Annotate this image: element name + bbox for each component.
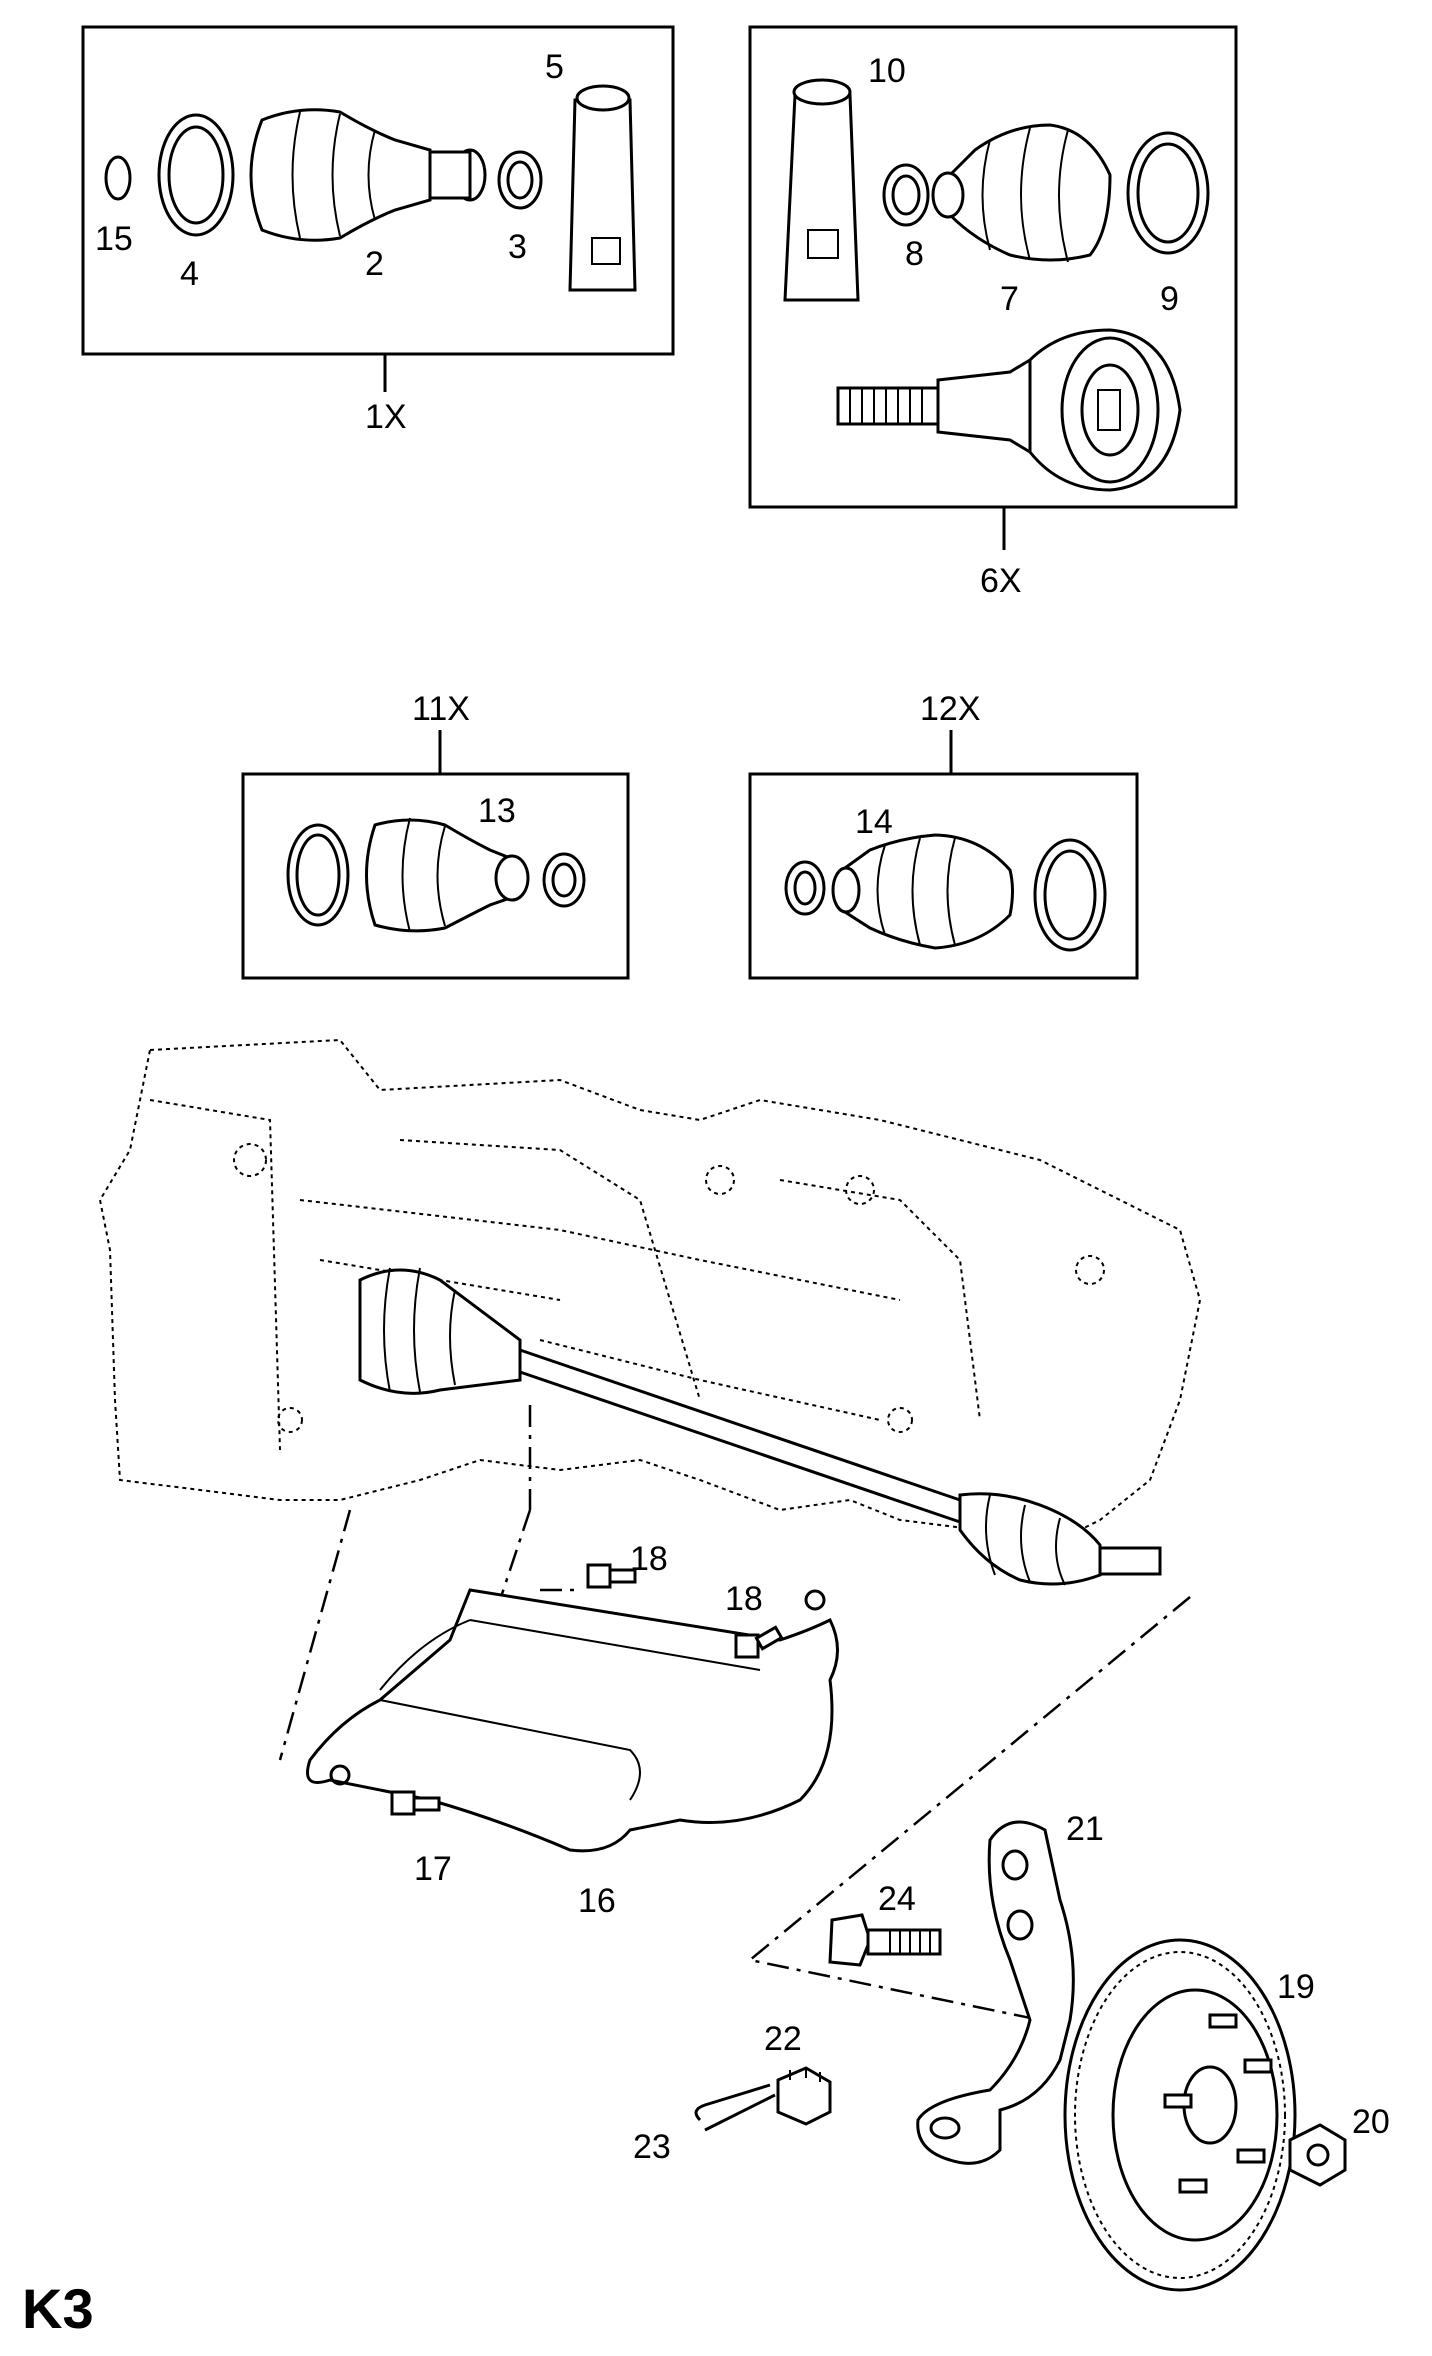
- kit-12x-group: 12X 14: [748, 690, 1139, 980]
- kit-11x-group: 11X 13: [241, 690, 630, 980]
- bolt-drawing: [390, 1790, 441, 1816]
- outer-cv-joint-drawing: [836, 328, 1182, 492]
- part-label: 5: [545, 48, 564, 86]
- part-label: 16: [578, 1882, 616, 1920]
- drive-shaft-drawing: [358, 1267, 1162, 1586]
- outer-joint-boot-drawing: [831, 833, 1014, 950]
- clamp-ring-large-drawing: [286, 823, 350, 927]
- part-label: 17: [414, 1850, 452, 1888]
- part-label: 13: [478, 792, 516, 830]
- kit-label: 11X: [412, 690, 470, 728]
- kit-label: 1X: [365, 398, 407, 436]
- part-label: 7: [1000, 280, 1019, 318]
- clamp-ring-small-drawing: [784, 860, 826, 916]
- clamp-ring-large-drawing: [1126, 131, 1210, 255]
- part-label: 14: [855, 803, 893, 841]
- part-label: 24: [878, 1880, 916, 1918]
- bolt-drawing: [734, 1625, 784, 1659]
- part-label: 19: [1277, 1968, 1315, 2006]
- part-label: 8: [905, 235, 924, 273]
- guide-line: [278, 1509, 352, 1761]
- kit-6x-frame: [748, 25, 1238, 509]
- part-label: 4: [180, 255, 199, 293]
- part-label: 21: [1066, 1810, 1104, 1848]
- guide-line: [747, 1596, 1191, 2022]
- kit-label: 12X: [920, 690, 981, 728]
- clamp-ring-small-drawing: [882, 163, 930, 227]
- part-label: 20: [1352, 2103, 1390, 2141]
- kit-6x-group: 10 8 7 9 6X: [748, 25, 1238, 600]
- part-label: 2: [365, 245, 384, 283]
- part-label: 22: [764, 2020, 802, 2058]
- part-label: 10: [868, 52, 906, 90]
- front-subframe-drawing: [98, 1038, 1202, 1542]
- kit-label: 6X: [980, 562, 1022, 600]
- clamp-ring-large-drawing: [157, 113, 235, 237]
- bolt-drawing: [586, 1563, 637, 1589]
- castle-nut-drawing: [776, 2066, 832, 2126]
- inner-joint-boot-drawing: [365, 817, 530, 933]
- part-label: 3: [508, 228, 527, 266]
- part-label: 18: [725, 1580, 763, 1618]
- clamp-ring-small-drawing: [542, 852, 586, 908]
- circlip-drawing: [104, 155, 132, 201]
- heat-shield-drawing: [306, 1588, 839, 1853]
- sheet-code: K3: [22, 2277, 94, 2340]
- part-label: 9: [1160, 280, 1179, 318]
- kit-12x-frame: [748, 772, 1139, 980]
- cotter-pin-drawing: [694, 2083, 776, 2132]
- brake-disc-drawing: [1063, 1938, 1297, 2292]
- outer-joint-boot-drawing: [931, 123, 1112, 263]
- inner-joint-boot-drawing: [249, 108, 487, 242]
- grease-tube-drawing: [568, 84, 637, 292]
- knuckle-bolt-drawing: [828, 1913, 942, 1967]
- clamp-ring-small-drawing: [497, 150, 543, 210]
- part-label: 18: [630, 1540, 668, 1578]
- clamp-ring-large-drawing: [1033, 838, 1107, 952]
- kit-11x-frame: [241, 772, 630, 980]
- wheel-nut-drawing: [1288, 2123, 1347, 2187]
- part-label: 15: [95, 220, 133, 258]
- grease-tube-drawing: [783, 78, 860, 302]
- kit-1x-group: 5 15 4 2 3 1X: [81, 25, 675, 436]
- kit-1x-frame: [81, 25, 675, 356]
- part-label: 23: [633, 2128, 671, 2166]
- steering-knuckle-drawing: [916, 1820, 1075, 2165]
